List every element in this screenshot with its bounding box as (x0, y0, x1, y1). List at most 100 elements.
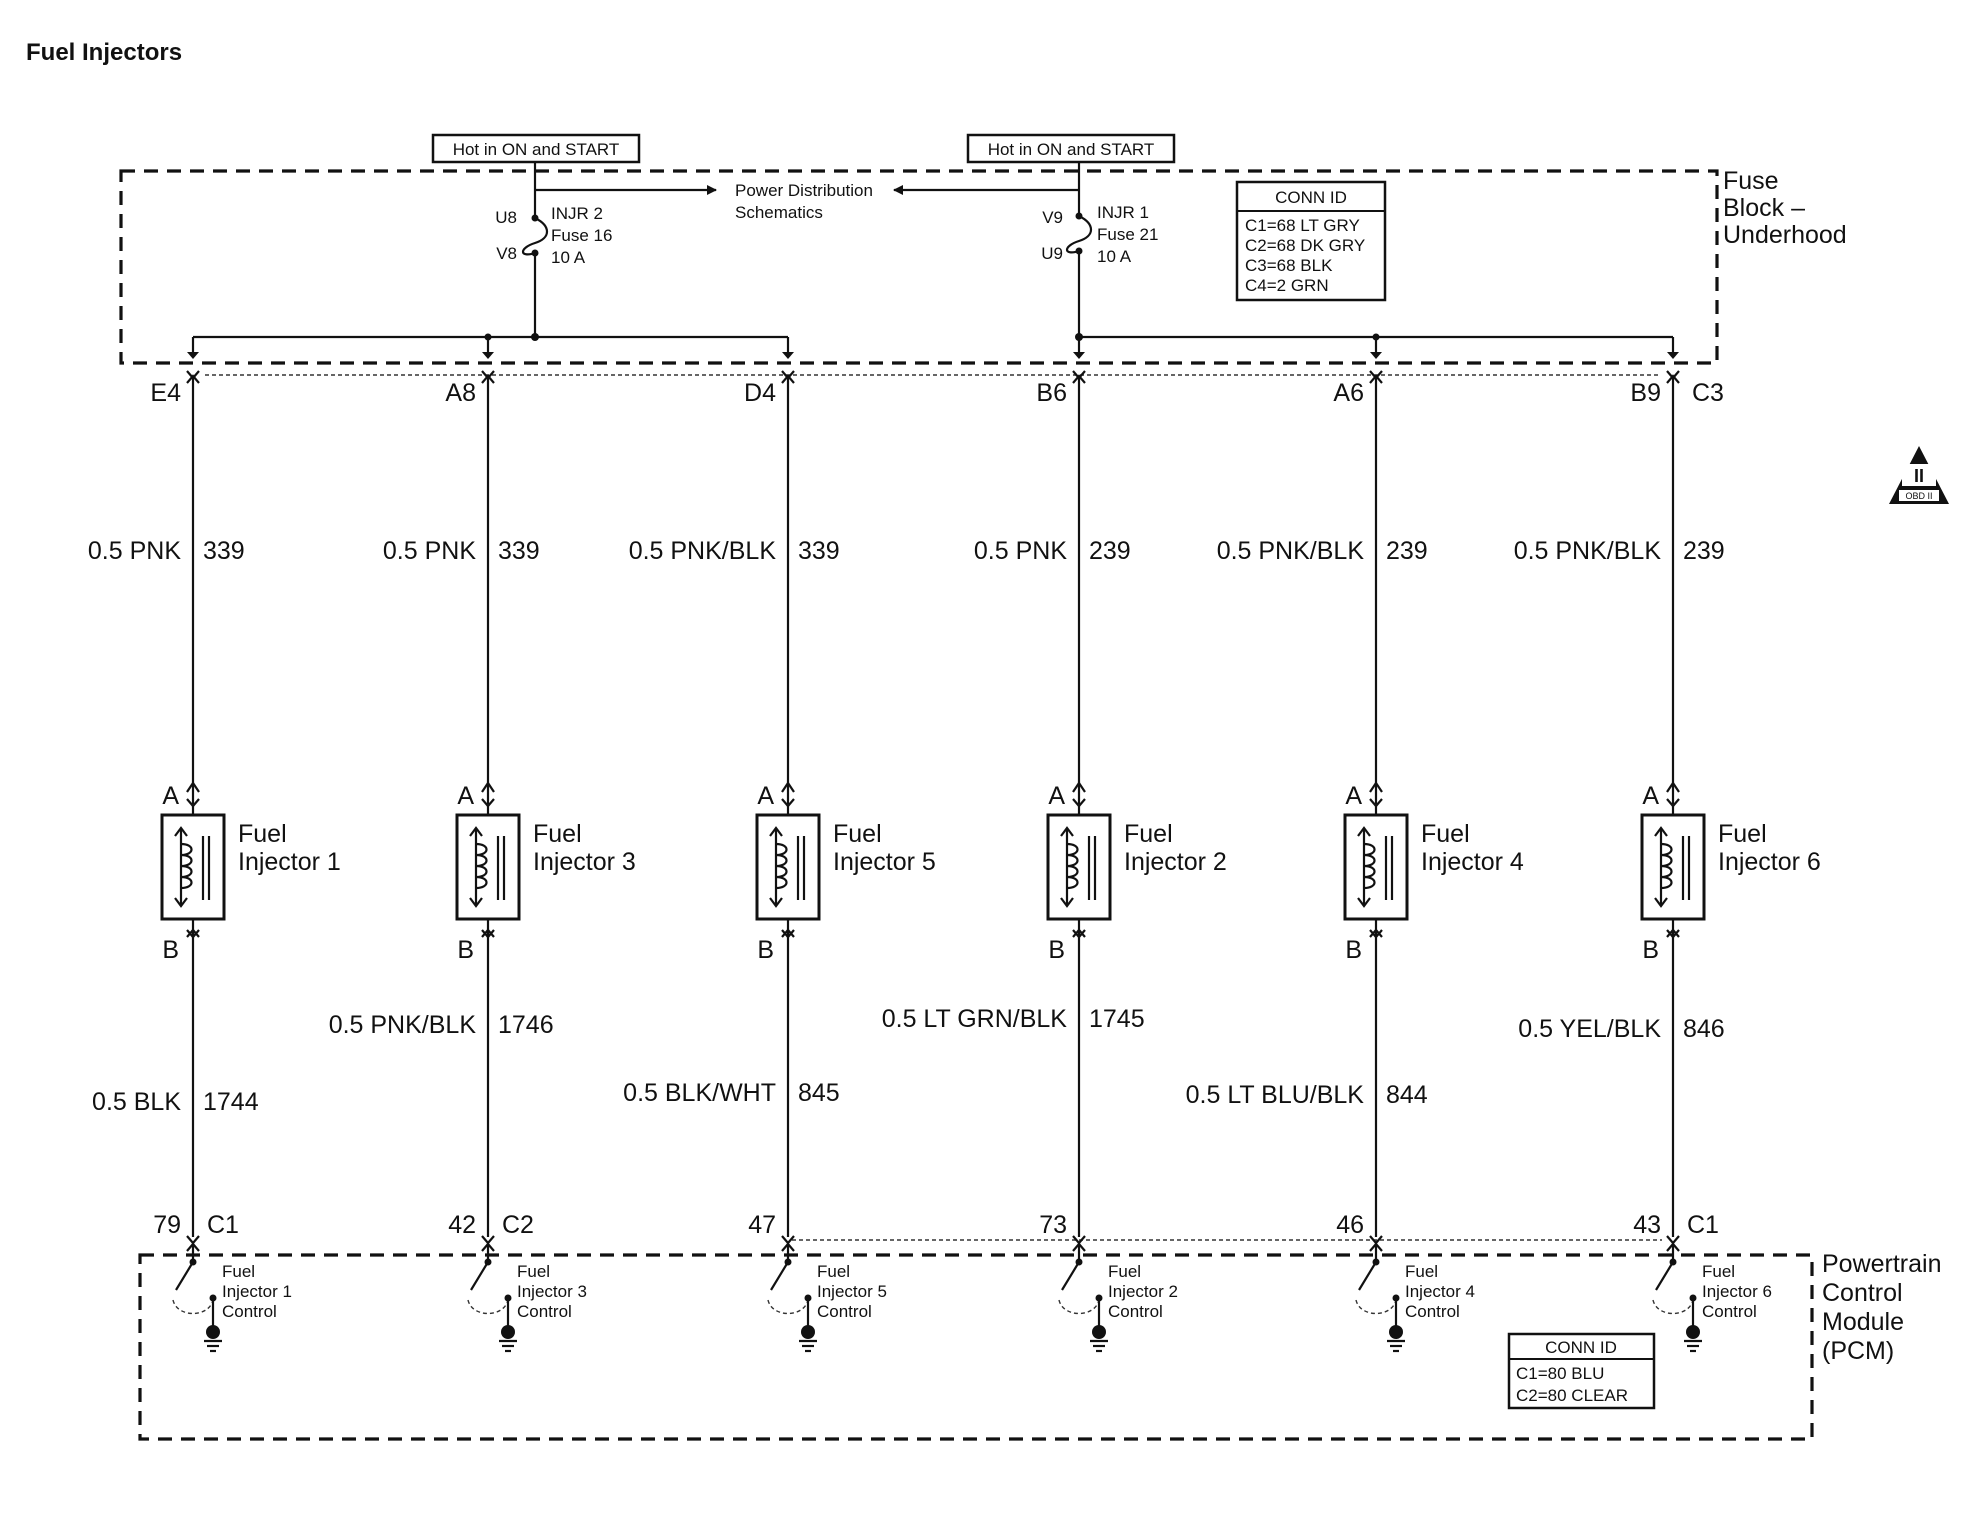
injector-pin-a-5: A (1345, 782, 1362, 810)
fuse-injr1-rating: 10 A (1097, 247, 1132, 266)
injector-top-chevron-5 (1369, 781, 1383, 793)
lower-wire-gauge-3: 0.5 BLK/WHT (623, 1079, 776, 1107)
fuse-injr2-top-pin: U8 (495, 208, 517, 227)
fuse-injr2-bottom-pin: V8 (496, 244, 517, 263)
injector-pin-a-6: A (1642, 782, 1659, 810)
pcm-switch-blade-3 (770, 1261, 789, 1291)
lower-wire-circuit-2: 1746 (498, 1011, 554, 1039)
control-label-line1-3: Fuel (817, 1262, 850, 1281)
lower-wire-gauge-5: 0.5 LT BLU/BLK (1186, 1081, 1365, 1109)
pcm-switch-blade-6 (1655, 1261, 1674, 1291)
control-label-line2-1: Injector 1 (222, 1282, 292, 1301)
fuel-injector-box-3 (755, 813, 821, 921)
injector-pin-b-3: B (757, 936, 774, 964)
fuse-injr2-name: INJR 2 (551, 204, 603, 223)
injector-name-line1-1: Fuel (238, 820, 287, 848)
upper-wire-gauge-6: 0.5 PNK/BLK (1514, 537, 1662, 565)
injector-top-chevron-4 (1072, 781, 1086, 793)
injector-inner-arrow-bottom-3 (769, 897, 783, 908)
injector-coil-icon-1 (180, 842, 193, 890)
power-label-left: Hot in ON and START (431, 133, 641, 164)
lower-wire-gauge-1: 0.5 BLK (92, 1088, 181, 1116)
pcm-connector-chevron-top-3 (781, 1235, 795, 1245)
pcm-connector-chevron-top-2 (481, 1235, 495, 1245)
lower-wire-circuit-5: 844 (1386, 1081, 1428, 1109)
fuse-connector-pin-6: B9 (1630, 379, 1661, 407)
upper-wire-circuit-5: 239 (1386, 537, 1428, 565)
pcm-ground-dot-2 (501, 1325, 515, 1339)
pcm-conn-id-table: CONN ID C1=80 BLU C2=80 CLEAR (1507, 1332, 1656, 1410)
fuse-block-label-line3: Underhood (1723, 221, 1847, 249)
injector-name-line1-6: Fuel (1718, 820, 1767, 848)
fuse-block-conn-id-c3: C3=68 BLK (1245, 256, 1333, 275)
bus-drop-arrow-6 (1667, 352, 1679, 359)
injector-pin-a-3: A (757, 782, 774, 810)
upper-wire-gauge-3: 0.5 PNK/BLK (629, 537, 777, 565)
injector-inner-arrow-bottom-4 (1060, 897, 1074, 908)
pcm-pin-6: 43 (1633, 1211, 1661, 1239)
fuel-injector-box-4 (1046, 813, 1112, 921)
control-label-line1-6: Fuel (1702, 1262, 1735, 1281)
upper-wire-circuit-1: 339 (203, 537, 245, 565)
injector-coil-icon-6 (1660, 842, 1673, 890)
fuse-block-conn-id-c4: C4=2 GRN (1245, 276, 1329, 295)
pcm-conn-id-title: CONN ID (1545, 1338, 1617, 1357)
pcm-ground-dot-4 (1092, 1325, 1106, 1339)
upper-wire-circuit-4: 239 (1089, 537, 1131, 565)
bus-drop-arrow-2 (482, 352, 494, 359)
pcm-connector-chevron-top-1 (186, 1235, 200, 1245)
pcm-pin-5: 46 (1336, 1211, 1364, 1239)
injector-name-line2-2: Injector 3 (533, 848, 636, 876)
fuse-bus-left-splice (531, 333, 539, 341)
injector-pin-b-6: B (1642, 936, 1659, 964)
control-label-line2-4: Injector 2 (1108, 1282, 1178, 1301)
obd-ii-badge-icon: II OBD II (1889, 446, 1949, 504)
injector-top-chevron-6 (1666, 781, 1680, 793)
upper-wire-circuit-6: 239 (1683, 537, 1725, 565)
control-label-line3-2: Control (517, 1302, 572, 1321)
power-label-right: Hot in ON and START (966, 133, 1176, 164)
pcm-label-line4: (PCM) (1822, 1337, 1894, 1365)
power-label-right-text: Hot in ON and START (988, 140, 1155, 159)
lower-wire-circuit-1: 1744 (203, 1088, 259, 1116)
lower-wire-gauge-2: 0.5 PNK/BLK (329, 1011, 477, 1039)
fuse-block-outline (119, 169, 1719, 365)
injector-coil-icon-4 (1066, 842, 1079, 890)
injector-name-line1-4: Fuel (1124, 820, 1173, 848)
power-label-left-text: Hot in ON and START (453, 140, 620, 159)
upper-wire-circuit-3: 339 (798, 537, 840, 565)
injector-pin-b-5: B (1345, 936, 1362, 964)
pcm-ground-dot-6 (1686, 1325, 1700, 1339)
obd-badge-text: OBD II (1905, 491, 1932, 501)
pcm-pin-2: 42 (448, 1211, 476, 1239)
upper-wire-gauge-1: 0.5 PNK (88, 537, 181, 565)
bus-drop-arrow-3 (782, 352, 794, 359)
pcm-pin-3: 47 (748, 1211, 776, 1239)
pcm-ground-dot-3 (801, 1325, 815, 1339)
fuse-block-conn-id-title: CONN ID (1275, 188, 1347, 207)
pcm-connector-1: C1 (207, 1211, 239, 1239)
injector-name-line2-6: Injector 6 (1718, 848, 1821, 876)
power-distribution-line2: Schematics (735, 203, 823, 222)
injector-inner-arrow-top-1 (174, 826, 188, 837)
injector-name-line1-2: Fuel (533, 820, 582, 848)
injector-name-line2-3: Injector 5 (833, 848, 936, 876)
upper-wire-circuit-2: 339 (498, 537, 540, 565)
pcm-pin-4: 73 (1039, 1211, 1067, 1239)
injector-name-line2-1: Injector 1 (238, 848, 341, 876)
injector-pin-b-4: B (1048, 936, 1065, 964)
fuse-injr1-top-pin: V9 (1042, 208, 1063, 227)
fuse-injr1-number: Fuse 21 (1097, 225, 1158, 244)
bus-drop-arrow-5 (1370, 352, 1382, 359)
pcm-label-line1: Powertrain (1822, 1250, 1942, 1278)
fuse-injr1: V9 U9 INJR 1 Fuse 21 10 A (893, 162, 1158, 337)
pcm-switch-blade-2 (470, 1261, 489, 1291)
control-label-line1-1: Fuel (222, 1262, 255, 1281)
control-label-line3-1: Control (222, 1302, 277, 1321)
pcm-conn-id-c1: C1=80 BLU (1516, 1364, 1604, 1383)
